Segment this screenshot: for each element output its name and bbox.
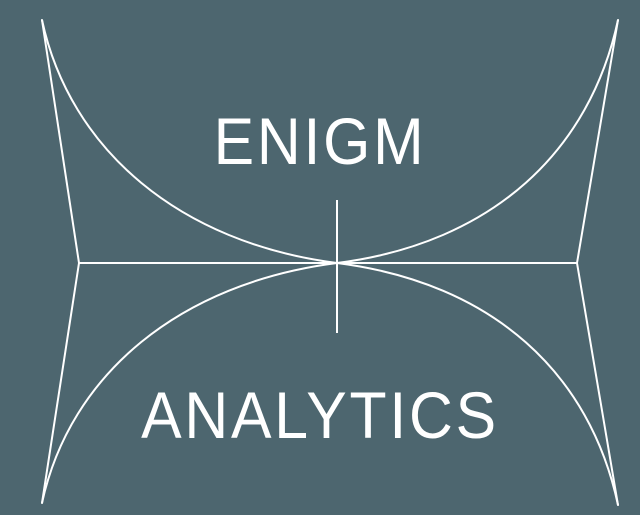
- arc-lower-left: [41, 262, 338, 504]
- arc-upper-right: [336, 19, 619, 264]
- wordmark-bottom: ANALYTICS: [141, 378, 499, 452]
- arc-upper-left: [41, 19, 338, 264]
- arc-lower-right: [336, 262, 619, 506]
- wordmark-top: ENIGM: [213, 104, 427, 178]
